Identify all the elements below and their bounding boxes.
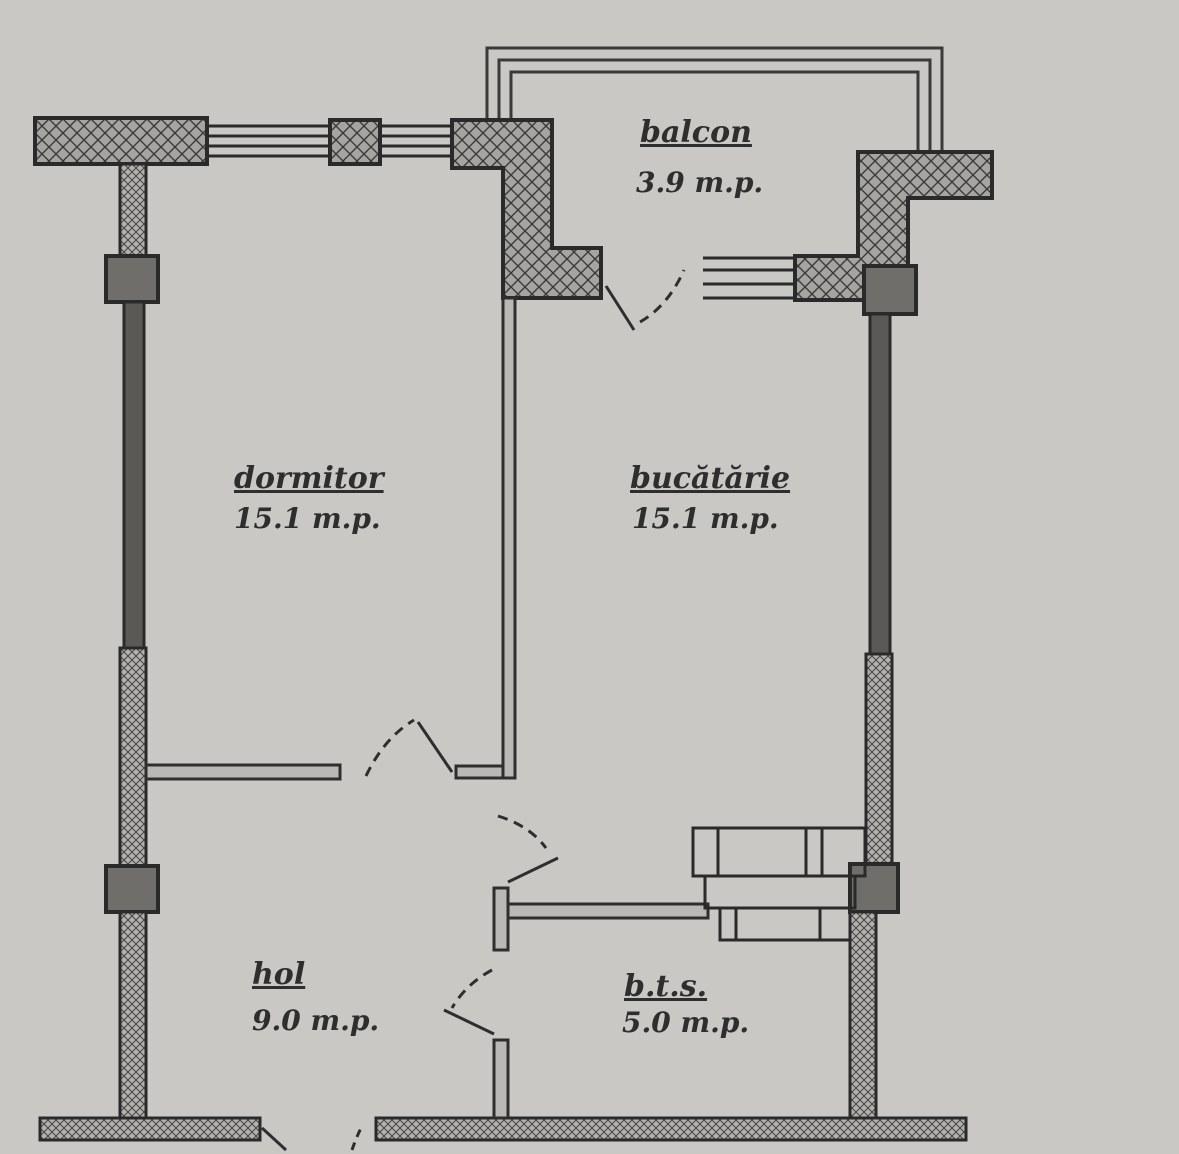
balcony-window [703,256,795,300]
wall-left-upper [118,162,148,264]
column-left-bottom [104,864,160,914]
room-name-bts: b.t.s. [624,969,707,1004]
kitchen-door [497,814,559,884]
wall-bottom-left [38,1116,262,1142]
room-balcon: balcon 3.9 m.p. [636,115,763,199]
partition-bathroom [492,886,710,1120]
room-area-hol: 9.0 m.p. [252,1004,379,1037]
balcony-railing [485,46,944,160]
window-right [868,312,892,656]
wall-balcony-left-pier [450,118,603,300]
wall-left-middle [118,646,148,868]
room-dormitor: dormitor 15.1 m.p. [234,461,386,535]
ventilation-shafts [691,826,867,942]
wall-left-lower [118,910,148,1120]
room-hol: hol 9.0 m.p. [252,957,379,1037]
room-name-bucatarie: bucătărie [630,461,790,496]
room-area-dormitor: 15.1 m.p. [234,502,381,535]
entrance-door [260,1125,364,1152]
column-top-window [328,118,382,166]
room-area-balcon: 3.9 m.p. [636,166,763,199]
balcony-door [604,269,686,331]
bedroom-door [364,718,454,777]
room-name-hol: hol [252,957,305,992]
bathroom-door [443,968,495,1036]
room-area-bucatarie: 15.1 m.p. [632,502,779,535]
window-left [122,300,146,650]
wall-top-left [33,116,209,166]
wall-right-middle [864,652,894,868]
partition-bedroom-corner [454,764,505,780]
column-right-top [862,264,918,316]
column-right-bottom [848,862,900,914]
column-left-top [104,254,160,304]
room-bts: b.t.s. 5.0 m.p. [622,969,749,1039]
partition-bedroom-hall [144,763,342,781]
wall-right-lower [848,910,878,1120]
room-name-dormitor: dormitor [234,461,386,496]
partition-bedroom-kitchen [501,296,517,780]
room-area-bts: 5.0 m.p. [622,1006,749,1039]
room-bucatarie: bucătărie 15.1 m.p. [630,461,790,535]
room-name-balcon: balcon [640,115,752,150]
wall-bottom-right [374,1116,968,1142]
